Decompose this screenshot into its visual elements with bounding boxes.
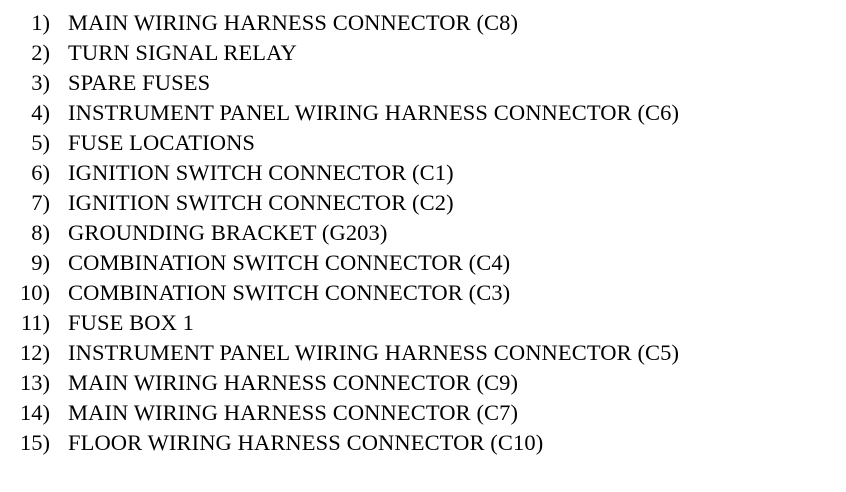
legend-item: 15) FLOOR WIRING HARNESS CONNECTOR (C10) [0, 428, 846, 458]
legend-item-number: 3) [31, 70, 50, 95]
legend-item: 13) MAIN WIRING HARNESS CONNECTOR (C9) [0, 368, 846, 398]
legend-item-label: MAIN WIRING HARNESS CONNECTOR (C8) [68, 10, 519, 35]
legend-item-number: 11) [20, 310, 50, 335]
legend-item-label: COMBINATION SWITCH CONNECTOR (C4) [68, 250, 511, 275]
legend-item-label: INSTRUMENT PANEL WIRING HARNESS CONNECTO… [68, 340, 680, 365]
legend-item-number: 13) [20, 370, 50, 395]
component-legend-list: 1) MAIN WIRING HARNESS CONNECTOR (C8) 2) T… [0, 8, 846, 458]
legend-item-number: 8) [31, 220, 50, 245]
legend-item-number: 4) [31, 100, 50, 125]
legend-item-number: 6) [31, 160, 50, 185]
legend-item: 1) MAIN WIRING HARNESS CONNECTOR (C8) [0, 8, 846, 38]
legend-item-number: 12) [20, 340, 50, 365]
legend-item-label: FUSE LOCATIONS [68, 130, 256, 155]
legend-item: 9) COMBINATION SWITCH CONNECTOR (C4) [0, 248, 846, 278]
legend-item-number: 5) [31, 130, 50, 155]
legend-item: 6) IGNITION SWITCH CONNECTOR (C1) [0, 158, 846, 188]
legend-item-number: 1) [31, 10, 50, 35]
legend-item-label: TURN SIGNAL RELAY [68, 40, 297, 65]
legend-item-number: 7) [31, 190, 50, 215]
legend-item-label: SPARE FUSES [68, 70, 211, 95]
legend-item-label: GROUNDING BRACKET (G203) [68, 220, 388, 245]
legend-item-number: 10) [20, 280, 50, 305]
legend-item-number: 14) [20, 400, 50, 425]
legend-item-number: 15) [20, 430, 50, 455]
legend-item: 14) MAIN WIRING HARNESS CONNECTOR (C7) [0, 398, 846, 428]
legend-item-label: IGNITION SWITCH CONNECTOR (C1) [68, 160, 454, 185]
legend-item-label: INSTRUMENT PANEL WIRING HARNESS CONNECTO… [68, 100, 680, 125]
legend-item: 3) SPARE FUSES [0, 68, 846, 98]
legend-item: 5) FUSE LOCATIONS [0, 128, 846, 158]
legend-item: 10) COMBINATION SWITCH CONNECTOR (C3) [0, 278, 846, 308]
legend-item-number: 2) [31, 40, 50, 65]
legend-item-number: 9) [31, 250, 50, 275]
legend-item: 7) IGNITION SWITCH CONNECTOR (C2) [0, 188, 846, 218]
legend-item: 2) TURN SIGNAL RELAY [0, 38, 846, 68]
legend-item-label: FUSE BOX 1 [68, 310, 195, 335]
legend-item-label: COMBINATION SWITCH CONNECTOR (C3) [68, 280, 511, 305]
legend-item: 8) GROUNDING BRACKET (G203) [0, 218, 846, 248]
legend-item-label: FLOOR WIRING HARNESS CONNECTOR (C10) [68, 430, 544, 455]
legend-item: 4) INSTRUMENT PANEL WIRING HARNESS CONNEC… [0, 98, 846, 128]
legend-item: 12) INSTRUMENT PANEL WIRING HARNESS CONNE… [0, 338, 846, 368]
legend-item-label: MAIN WIRING HARNESS CONNECTOR (C7) [68, 400, 519, 425]
legend-item-label: MAIN WIRING HARNESS CONNECTOR (C9) [68, 370, 519, 395]
legend-item: 11) FUSE BOX 1 [0, 308, 846, 338]
legend-item-label: IGNITION SWITCH CONNECTOR (C2) [68, 190, 454, 215]
